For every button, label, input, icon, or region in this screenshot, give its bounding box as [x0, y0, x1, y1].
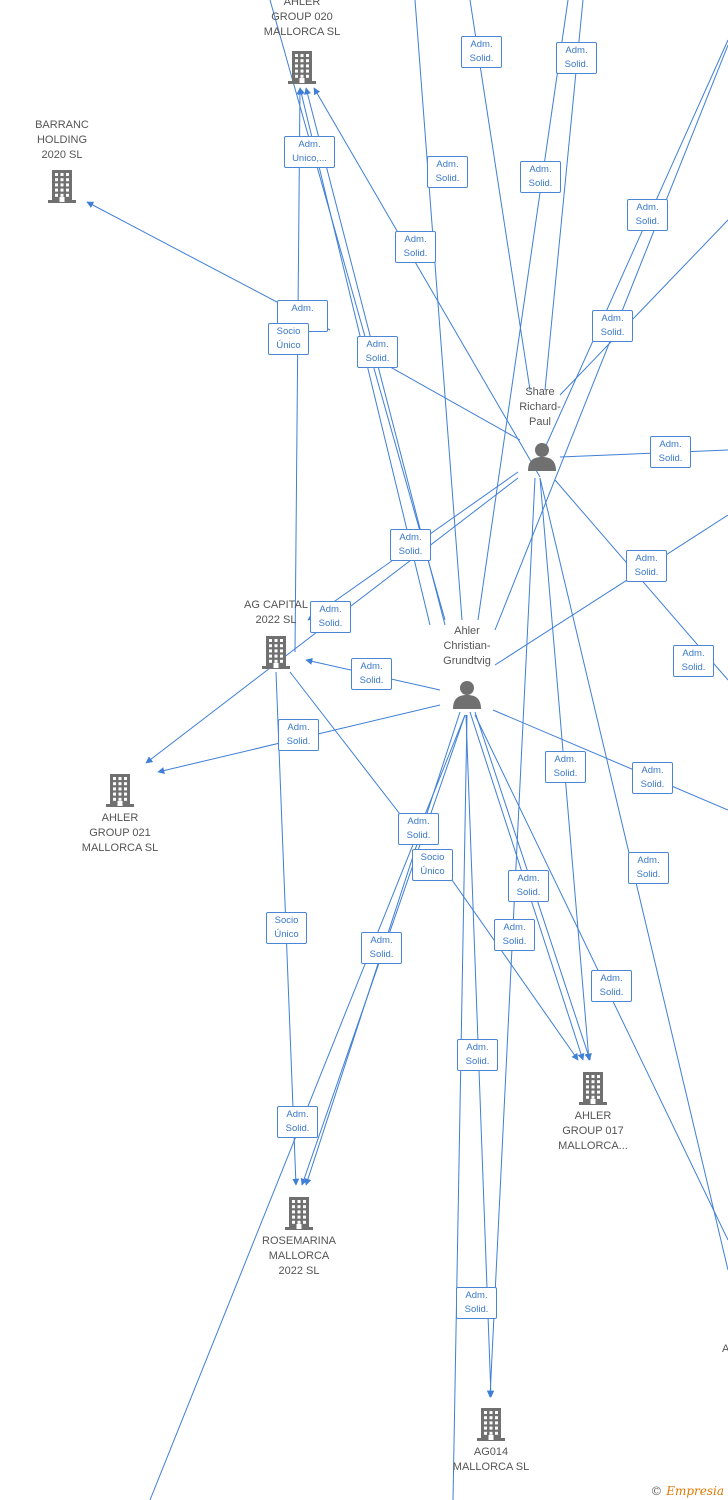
edge-label-badge[interactable]: Socio Único	[412, 849, 453, 881]
edge-label-badge[interactable]: Adm. Solid.	[361, 932, 402, 964]
edge-label-badge[interactable]: Adm. Solid.	[457, 1039, 498, 1071]
building-icon[interactable]	[286, 49, 318, 85]
edge-label-badge[interactable]: Socio Único	[266, 912, 307, 944]
person-icon[interactable]	[526, 442, 558, 472]
edge-label-badge[interactable]: Adm. Solid.	[395, 231, 436, 263]
person-icon[interactable]	[451, 680, 483, 710]
edge-label-badge[interactable]: Adm. Solid.	[591, 970, 632, 1002]
edge-label-badge[interactable]: Adm. Solid.	[592, 310, 633, 342]
edge-label-badge[interactable]: Adm. Solid.	[628, 852, 669, 884]
relationship-edge	[477, 0, 569, 621]
relationship-edge	[452, 714, 468, 1500]
edge-label-badge[interactable]: Adm. Solid.	[357, 336, 398, 368]
edge-label-badge[interactable]: Adm. Solid.	[427, 156, 468, 188]
edge-label-badge[interactable]: Adm. Solid.	[390, 529, 431, 561]
edge-label-badge[interactable]: Adm. Solid.	[461, 36, 502, 68]
building-icon[interactable]	[283, 1195, 315, 1231]
building-icon[interactable]	[475, 1406, 507, 1442]
edge-label-badge[interactable]: Adm. Solid.	[494, 919, 535, 951]
edge-label-badge[interactable]: Adm. Solid.	[673, 645, 714, 677]
edge-label-badge[interactable]: Adm. Solid.	[632, 762, 673, 794]
edge-label-badge[interactable]: Adm. Solid.	[456, 1287, 497, 1319]
building-icon[interactable]	[46, 168, 78, 204]
relationship-edge	[289, 671, 421, 841]
relationship-edge	[494, 514, 728, 666]
edge-label-badge[interactable]: Adm. Solid.	[351, 658, 392, 690]
building-icon[interactable]	[577, 1070, 609, 1106]
relationship-edge	[313, 87, 541, 478]
edge-label-badge[interactable]: Adm. Unico,...	[284, 136, 335, 168]
edge-label-badge[interactable]: Adm. Solid.	[545, 751, 586, 783]
edge-label-badge[interactable]: Adm. Solid.	[556, 42, 597, 74]
relationship-edge	[414, 0, 463, 621]
edge-label-badge[interactable]: Adm. Solid.	[520, 161, 561, 193]
building-icon[interactable]	[104, 772, 136, 808]
edge-label-badge[interactable]: Adm. Solid.	[310, 601, 351, 633]
edge-label-badge[interactable]: Adm. Solid.	[398, 813, 439, 845]
edge-label-badge[interactable]: Adm. Solid.	[278, 719, 319, 751]
edge-label-badge[interactable]: Adm. Solid.	[277, 1106, 318, 1138]
relationship-edge	[492, 709, 728, 811]
edge-label-badge[interactable]: Socio Único	[268, 323, 309, 355]
relationship-edge	[534, 39, 728, 471]
brand-name[interactable]: Empresia	[666, 1484, 724, 1498]
edge-label-badge[interactable]: Adm. Solid.	[626, 550, 667, 582]
edge-label-badge[interactable]: Adm. Solid.	[508, 870, 549, 902]
relationship-edge	[559, 449, 728, 458]
building-icon[interactable]	[260, 634, 292, 670]
edge-label-badge[interactable]: Adm. Solid.	[650, 436, 691, 468]
copyright-footer: © Empresia	[650, 1484, 724, 1498]
copyright-symbol: ©	[650, 1484, 663, 1498]
relationship-edge	[269, 0, 446, 621]
relationship-edge	[294, 87, 304, 653]
relationship-edge	[559, 219, 728, 396]
edge-label-badge[interactable]: Adm. Solid.	[627, 199, 668, 231]
